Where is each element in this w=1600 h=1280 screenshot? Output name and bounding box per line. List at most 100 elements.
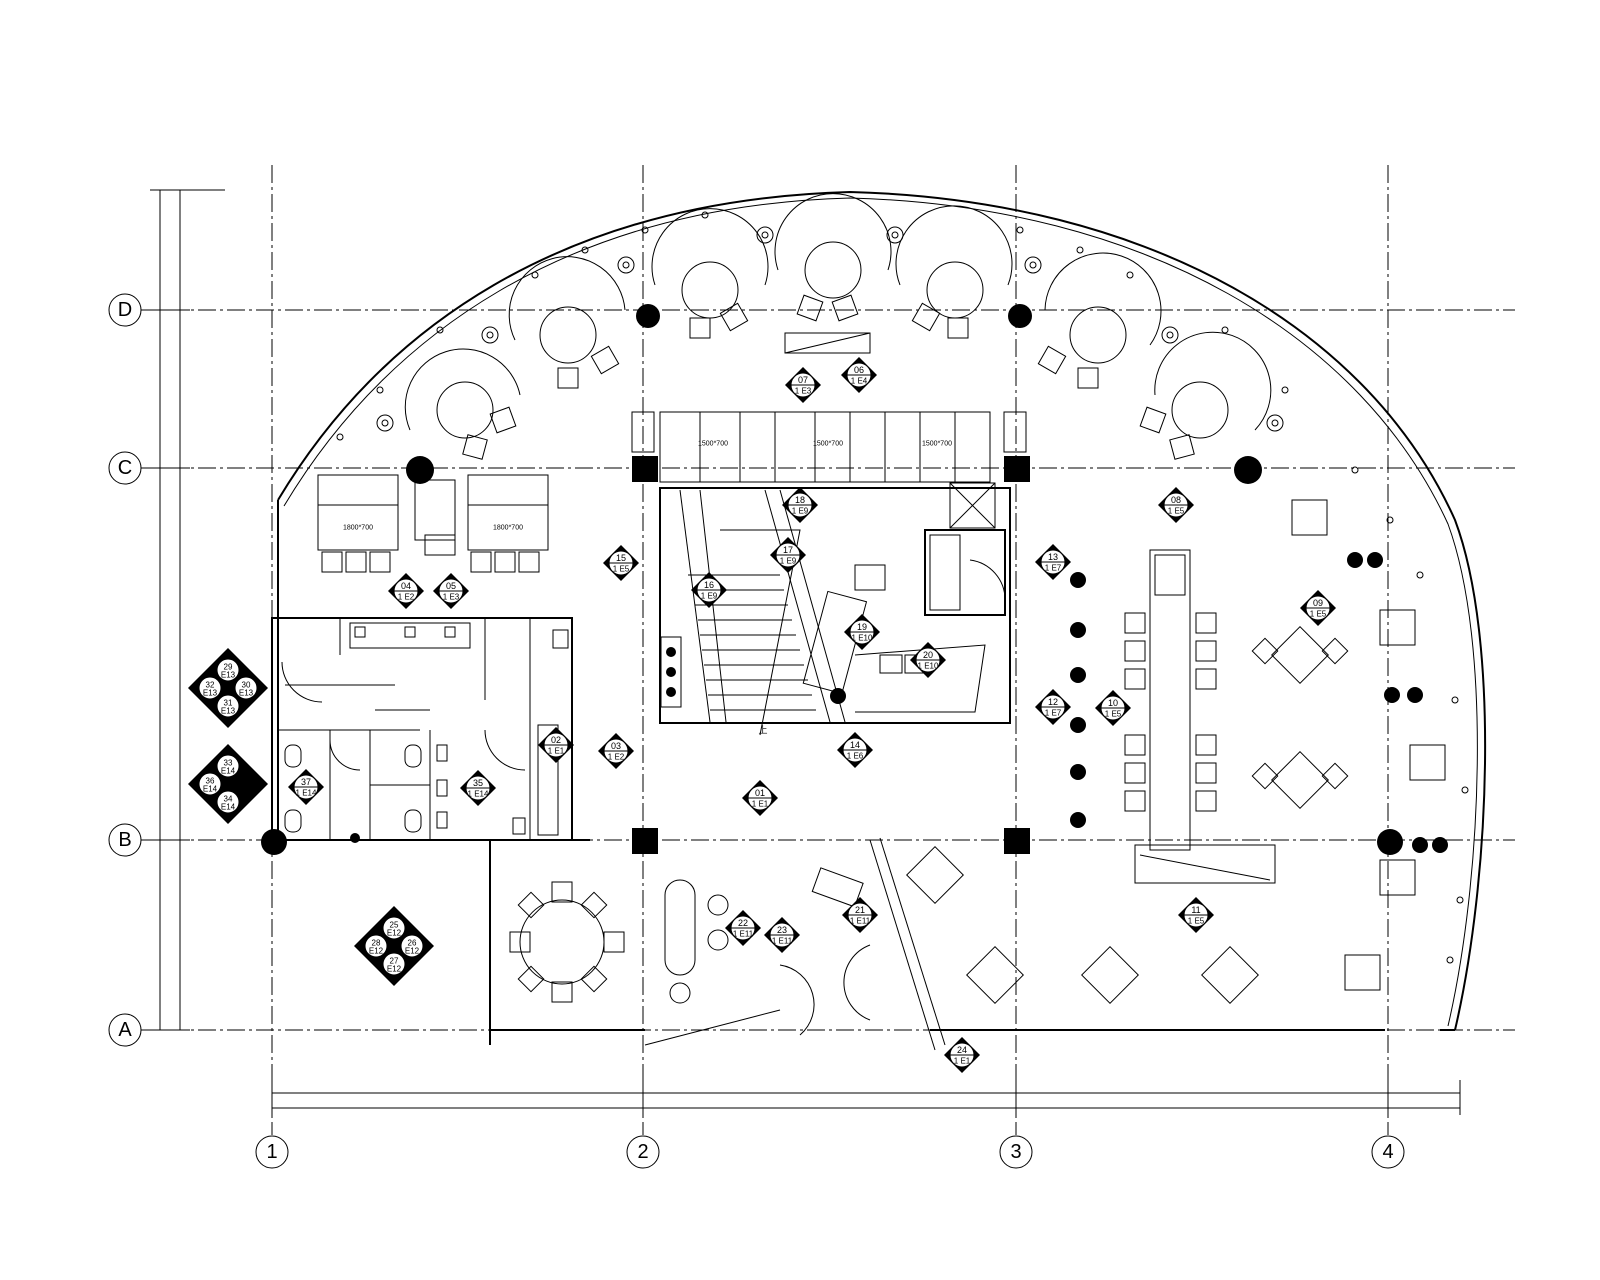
group-callout-ref: E13 — [203, 689, 218, 698]
callout-19: 19 1 E10 — [844, 614, 880, 650]
callout-number: 12 — [1048, 697, 1058, 707]
bar-counter — [1124, 549, 1276, 884]
callout-18: 181 E9 — [782, 487, 818, 523]
group-callout-ref: E13 — [239, 689, 254, 698]
callout-ref: 1 E4 — [851, 377, 868, 386]
svg-text:B: B — [118, 829, 131, 851]
svg-text:1500*700: 1500*700 — [922, 441, 952, 448]
callout-number: 05 — [446, 581, 456, 591]
axis-bubble-col-4: 4 — [1371, 1135, 1405, 1169]
restroom-block — [271, 617, 573, 843]
callout-number: 01 — [755, 788, 765, 798]
left-booths: 1800*700 1800*700 — [317, 474, 549, 573]
group-callout-number: 29 — [224, 663, 233, 672]
callout-ref: 1 E10 — [918, 662, 939, 671]
callout-07: 071 E3 — [785, 367, 821, 403]
callout-number: 35 — [473, 778, 483, 788]
callout-number: 21 — [855, 905, 865, 915]
callout-ref: 1 E11 — [850, 917, 871, 926]
callout-04: 04 1 E2 — [388, 573, 424, 609]
group-callout-number: 25 — [390, 921, 399, 930]
callout-ref: 1 E5 — [1188, 917, 1205, 926]
callout-03: 031 E2 — [598, 733, 634, 769]
booth-chairs — [462, 294, 1195, 460]
callout-ref: 1 E2 — [398, 593, 415, 602]
entry-area — [644, 837, 946, 1051]
axis-bubble-row-c: C — [108, 451, 142, 485]
axis-bubble-row-d: D — [108, 293, 142, 327]
callout-14: 141 E6 — [837, 732, 873, 768]
group-callout-ref: E13 — [221, 707, 236, 716]
axis-bubble-row-b: B — [108, 823, 142, 857]
callout-number: 15 — [616, 553, 626, 563]
group-callout-ref: E12 — [387, 965, 402, 974]
group-callout-number: 31 — [224, 699, 233, 708]
callout-ref: 1 E7 — [1045, 564, 1062, 573]
callout-01: 011 E1 — [742, 780, 778, 816]
callout-number: 20 — [923, 650, 933, 660]
callout-ref: 1 E10 — [852, 634, 873, 643]
svg-text:上: 上 — [758, 725, 767, 735]
callout-17: 171 E9 — [770, 537, 806, 573]
round-table — [509, 881, 625, 1003]
group-callout-number: 36 — [206, 777, 215, 786]
callout-number: 04 — [401, 581, 411, 591]
callout-37: 371 E14 — [288, 769, 324, 805]
callout-number: 08 — [1171, 495, 1181, 505]
svg-text:2: 2 — [637, 1141, 648, 1163]
callout-ref: 1 E9 — [701, 592, 718, 601]
callout-08: 08 1 E5 — [1158, 487, 1194, 523]
callout-ref: 1 E11 — [733, 930, 754, 939]
callout-number: 23 — [777, 925, 787, 935]
group-callout-ref: E14 — [221, 767, 236, 776]
plants — [1070, 552, 1448, 853]
group-callout-number: 32 — [206, 681, 215, 690]
callout-number: 19 — [857, 622, 867, 632]
group-callout-ref: E14 — [221, 803, 236, 812]
group-callout-ref: E12 — [405, 947, 420, 956]
callout-15: 151 E5 — [603, 545, 639, 581]
group-callout-number: 34 — [224, 795, 233, 804]
group-callout-ref: E14 — [203, 785, 218, 794]
callout-13: 13 1 E7 — [1035, 544, 1071, 580]
callout-number: 13 — [1048, 552, 1058, 562]
callout-23: 23 1 E11 — [764, 917, 800, 953]
callout-number: 22 — [738, 918, 748, 928]
stair-core: 上 — [659, 482, 1011, 736]
svg-text:1800*700: 1800*700 — [493, 525, 523, 532]
callout-ref: 1 E11 — [772, 937, 793, 946]
callout-11: 111 E5 — [1178, 897, 1214, 933]
callout-ref: 1 E9 — [780, 557, 797, 566]
axis-grid — [140, 165, 1515, 1135]
callout-02: 021 E1 — [538, 727, 574, 763]
group-callout-number: 30 — [242, 681, 251, 690]
callout-10: 10 1 E5 — [1095, 690, 1131, 726]
callout-layer: 011 E1 021 E1 031 E2 04 1 E2 05 1 E3 06 1 E4 071 … — [288, 357, 1336, 1073]
axis-bubble-col-3: 3 — [999, 1135, 1033, 1169]
callout-number: 16 — [704, 580, 714, 590]
callout-ref: 1 E5 — [1105, 710, 1122, 719]
callout-number: 09 — [1313, 598, 1323, 608]
svg-text:3: 3 — [1010, 1141, 1021, 1163]
callout-number: 02 — [551, 735, 561, 745]
axis-bubble-row-a: A — [108, 1013, 142, 1047]
group-callout-ref: E13 — [221, 671, 236, 680]
callout-number: 03 — [611, 741, 621, 751]
group-callout-layer: 29E1332E1330E1331E1333E1436E1434E1425E12… — [188, 648, 434, 986]
callout-number: 10 — [1108, 698, 1118, 708]
row-axis-bubbles: D C B A — [108, 293, 142, 1047]
callout-number: 24 — [957, 1045, 967, 1055]
callout-number: 06 — [854, 365, 864, 375]
callout-ref: 1 E5 — [1168, 507, 1185, 516]
svg-text:A: A — [118, 1019, 132, 1041]
callout-ref: 1 E3 — [443, 593, 460, 602]
group-callout-number: 28 — [372, 939, 381, 948]
col-axis-bubbles: 1 2 3 4 — [255, 1135, 1405, 1169]
callout-22: 22 1 E11 — [725, 910, 761, 946]
callout-number: 37 — [301, 777, 311, 787]
callout-ref: 1 E6 — [847, 752, 864, 761]
